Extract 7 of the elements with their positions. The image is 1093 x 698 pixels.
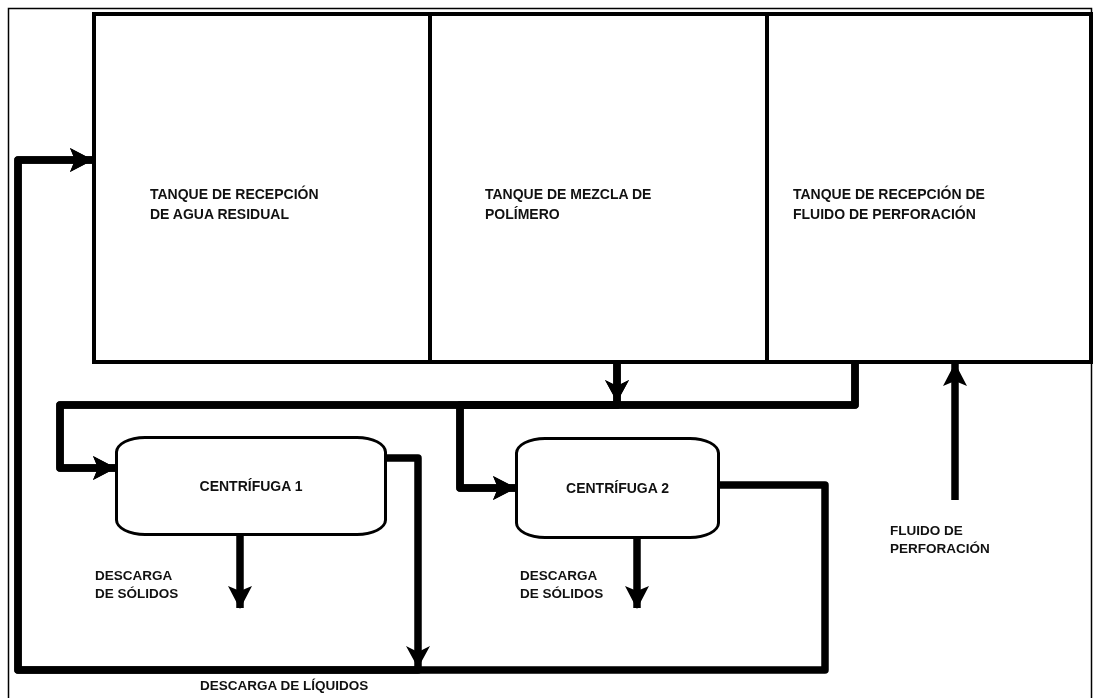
tank-label: TANQUE DE RECEPCIÓN DE AGUA RESIDUAL bbox=[150, 184, 320, 224]
centrifuge-box bbox=[115, 436, 387, 536]
centrifuge-box bbox=[515, 437, 720, 539]
centrifuge-label: CENTRÍFUGA 1 bbox=[199, 478, 303, 494]
centrifuge-label: CENTRÍFUGA 2 bbox=[566, 480, 669, 496]
tank-label: TANQUE DE RECEPCIÓN DE FLUIDO DE PERFORACIÓN bbox=[793, 184, 986, 224]
tank-label: TANQUE DE MEZCLA DE POLÍMERO bbox=[485, 185, 653, 224]
